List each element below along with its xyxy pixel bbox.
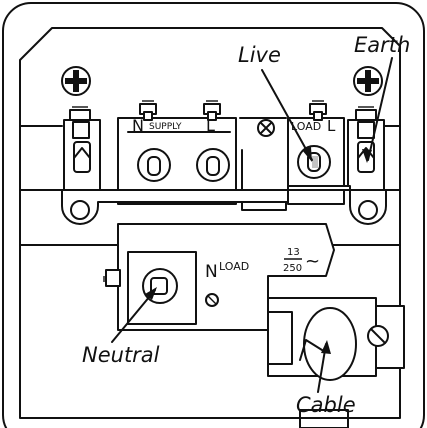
inner-recess	[19, 27, 401, 419]
earth-clamp-left	[63, 106, 101, 191]
live-label: Live	[238, 43, 281, 67]
live-leader	[261, 69, 313, 162]
supply-neutral-socket-icon	[137, 148, 171, 182]
load-l-mark: L	[327, 117, 336, 135]
cable-label: Cable	[296, 393, 356, 417]
fixing-screw-left-icon	[61, 66, 91, 96]
cable-leader	[317, 340, 331, 393]
cable-entry	[299, 409, 349, 428]
supply-l-mark: L	[206, 116, 215, 135]
fixing-screw-right-icon	[353, 66, 383, 96]
neutral-leader	[111, 287, 157, 343]
supply-n-mark: N	[132, 116, 144, 135]
earth-label: Earth	[354, 33, 410, 57]
earth-link-bar	[61, 185, 387, 225]
centre-screw-icon	[257, 119, 275, 137]
lower-load-mark: LOAD	[219, 260, 249, 273]
supply-live-socket-icon	[196, 148, 230, 182]
rating-numerator: 13	[287, 247, 300, 258]
neutral-load-terminal	[127, 251, 197, 325]
supply-word-mark: SUPPLY	[149, 122, 182, 132]
load-top-mark: LOAD	[291, 120, 321, 133]
earth-clamp-right	[347, 106, 385, 191]
rating-ac-symbol: ~	[305, 251, 320, 272]
earth-leader	[362, 57, 393, 163]
rating-denominator: 250	[283, 263, 302, 274]
lower-n-mark: N	[205, 262, 218, 282]
neutral-screw-icon	[205, 293, 219, 307]
cable-end-icon	[299, 307, 357, 381]
neutral-label: Neutral	[82, 343, 160, 367]
